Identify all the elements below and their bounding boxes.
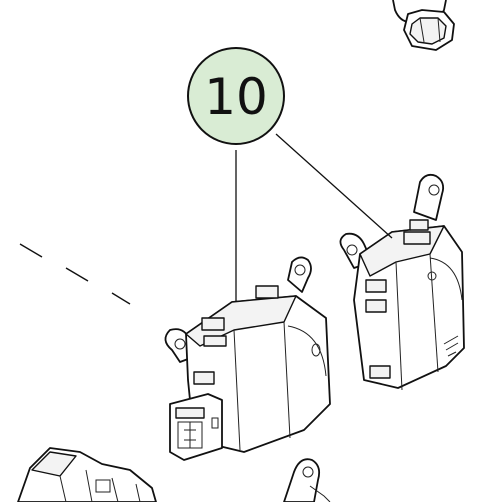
callout-label: 10 [204, 68, 268, 126]
actuator-front [164, 256, 331, 461]
actuator-bottom-partial [283, 458, 331, 502]
callout-10: 10 [187, 47, 285, 145]
actuator-rear [339, 173, 465, 391]
bolt [392, 0, 455, 51]
dashed-center-line [19, 243, 131, 305]
leader-lines [235, 133, 393, 302]
connector-bottom-left-partial [17, 447, 157, 502]
